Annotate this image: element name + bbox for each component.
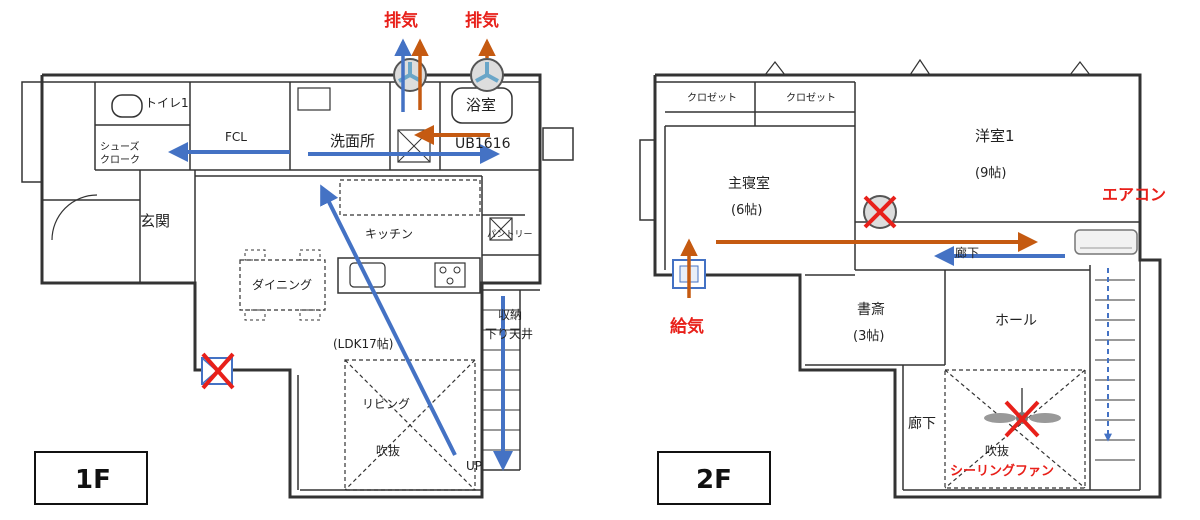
- floor1-inner-lines: [42, 81, 540, 491]
- cross-mark-icon: [863, 195, 897, 229]
- floor2-airflow: [680, 232, 1112, 442]
- room-pantry: パントリー: [487, 229, 532, 240]
- exhaust-label-left: 排気: [384, 10, 418, 31]
- room-western: 洋室1: [975, 127, 1015, 145]
- floor1-plan: [21, 73, 574, 499]
- room-storage: 収納: [498, 308, 522, 322]
- floor1-airflow: [168, 38, 513, 471]
- floor2-label-box: 2F: [657, 451, 771, 505]
- room-study-size: (3帖): [853, 329, 884, 344]
- floor1-pantry-box: [489, 217, 513, 241]
- room-ldk: (LDK17帖): [333, 336, 393, 351]
- room-lowered-ceiling: 下り天井: [485, 327, 533, 341]
- room-corridor-lower: 廊下: [908, 415, 936, 432]
- floor1-washbasin: [297, 87, 331, 111]
- floor1-atrium-outline: [344, 359, 476, 491]
- floor2-labels: クロゼット クロゼット 洋室1 (9帖) 主寝室 (6帖) 廊下 書斎 (3帖)…: [670, 92, 1166, 479]
- floor2-stair-treads: [1095, 279, 1135, 461]
- floor1-exhaust-fan-right: [470, 58, 504, 92]
- floor1-outdoor-unit: [542, 127, 574, 161]
- room-corridor-upper: 廊下: [955, 245, 979, 260]
- floor2-label: 2F: [696, 465, 732, 495]
- flow-arrow: [320, 184, 457, 456]
- floor1-dining-table: [239, 259, 326, 311]
- room-master-bedroom: 主寝室: [728, 175, 770, 192]
- room-hall: ホール: [995, 313, 1037, 329]
- room-study: 書斎: [857, 301, 885, 318]
- room-western-size: (9帖): [975, 166, 1006, 181]
- room-dining: ダイニング: [252, 277, 312, 292]
- floor1-walls: [40, 73, 542, 499]
- room-master-bedroom-size: (6帖): [731, 203, 762, 218]
- floor1-entrance-door: [51, 194, 98, 241]
- floor1-label: 1F: [75, 465, 111, 495]
- floor1-kitchen-stove: [434, 262, 466, 288]
- ceiling-fan-icon: [984, 388, 1061, 438]
- room-closet-left: クロゼット: [687, 92, 737, 104]
- supply-air-label: 給気: [670, 316, 704, 337]
- floor1-kitchen-island: [337, 257, 481, 294]
- floor2-inner-lines: [655, 81, 1141, 491]
- room-unit-bath: UB1616: [455, 136, 511, 152]
- floor2-closed-fan: [863, 195, 897, 229]
- floor1-toilet: [111, 94, 143, 118]
- floor1-upper-cabinet: [339, 179, 481, 216]
- room-shoes-closet-1: シューズ: [100, 140, 140, 153]
- stair-up: UP: [466, 459, 482, 473]
- cross-mark-icon: [1004, 400, 1040, 438]
- room-living: リビング: [362, 397, 410, 411]
- room-closet-right: クロゼット: [786, 92, 836, 104]
- room-atrium: 吹抜: [376, 444, 400, 458]
- room-washroom: 洗面所: [330, 132, 375, 150]
- room-atrium-2f: 吹抜: [985, 444, 1009, 458]
- air-conditioner-icon: [1074, 229, 1138, 255]
- room-kitchen: キッチン: [365, 227, 413, 241]
- floor2-walls: [653, 73, 1162, 499]
- room-fcl: FCL: [225, 130, 247, 144]
- floor1-kitchen-sink: [349, 262, 386, 288]
- room-bath: 浴室: [466, 96, 496, 114]
- cross-mark-icon: [201, 352, 235, 390]
- ceiling-fan-label: シーリングファン: [950, 463, 1054, 479]
- floor1-labels: 排気 排気 トイレ1 シューズ クローク 玄関 FCL 洗面所 浴室 UB161…: [100, 10, 533, 473]
- floor1-porch: [21, 81, 43, 183]
- exhaust-label-right: 排気: [465, 10, 499, 31]
- room-toilet: トイレ1: [145, 96, 189, 110]
- air-conditioner-label: エアコン: [1102, 185, 1166, 204]
- floor2-bay-window: [639, 139, 656, 221]
- room-shoes-closet-2: クローク: [100, 154, 140, 166]
- floor2-plan: [639, 58, 1162, 499]
- floor1-label-box: 1F: [34, 451, 148, 505]
- room-entrance: 玄関: [140, 212, 170, 230]
- floor1-closed-vent: [201, 352, 235, 390]
